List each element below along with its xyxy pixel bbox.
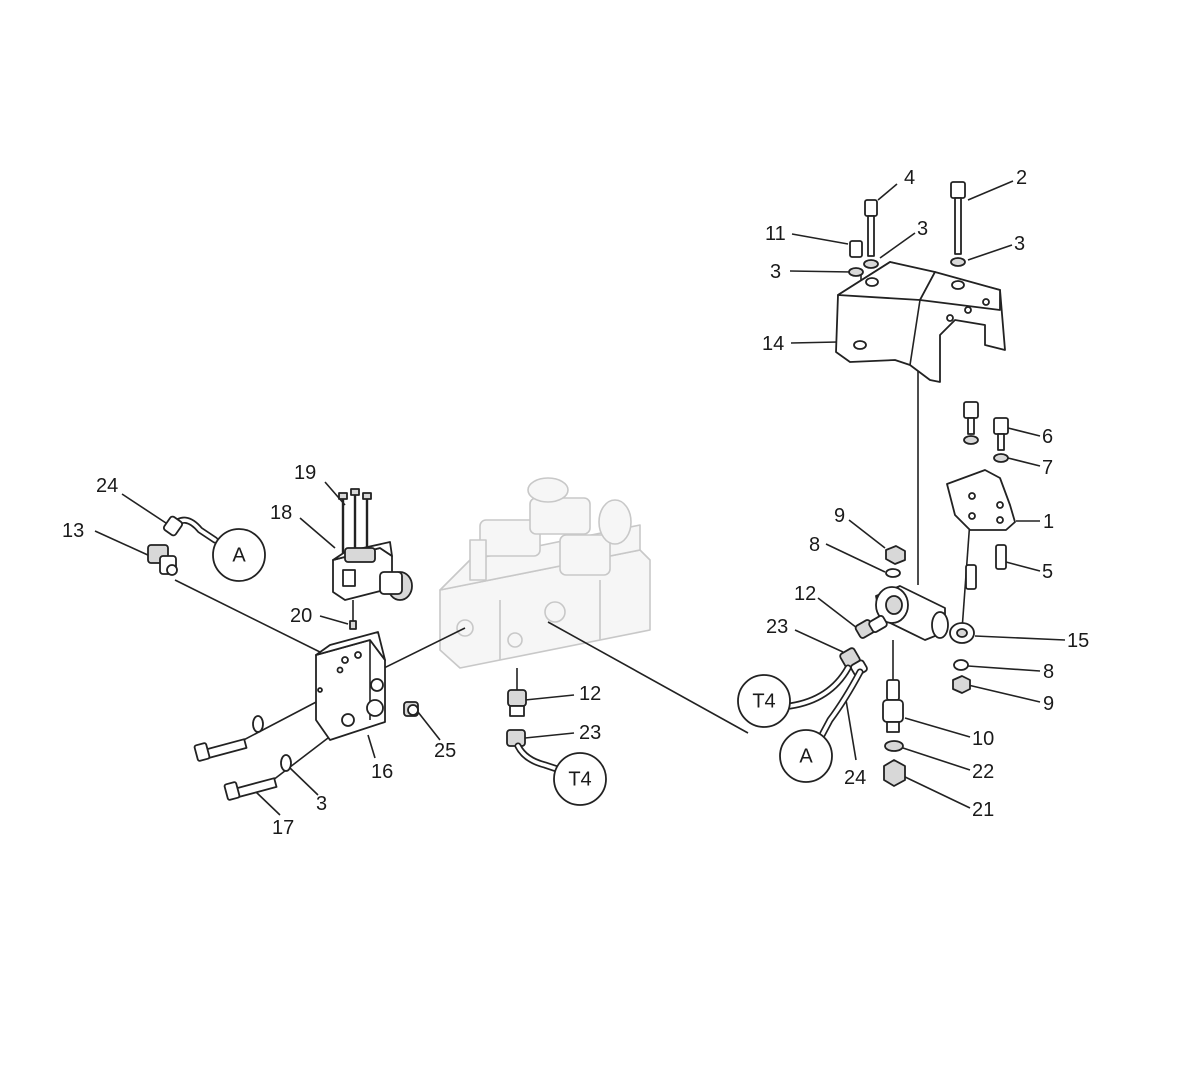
callout-24: 24 [844,767,866,789]
callout-19: 19 [294,462,316,484]
callout-3: 3 [770,261,781,283]
callout-10: 10 [972,728,994,750]
solenoid-valve-18 [332,541,413,601]
screws-19 [338,488,372,553]
bolts-17 [193,715,292,801]
callout-9: 9 [1043,693,1054,715]
callout-17: 17 [272,817,294,839]
callout-3: 3 [917,218,928,240]
callout-3: 3 [316,793,327,815]
leader-lines [94,180,1066,816]
connector-a-left: A [212,528,266,582]
fitting-10 [882,640,906,787]
callout-25: 25 [434,740,456,762]
spacers-5 [965,544,1007,590]
callout-16: 16 [371,761,393,783]
callout-9: 9 [834,505,845,527]
callout-8: 8 [1043,661,1054,683]
mounting-bracket-14 [835,261,1006,383]
callout-14: 14 [762,333,784,355]
callout-20: 20 [290,605,312,627]
connector-t4-right: T4 [737,674,791,728]
callout-21: 21 [972,799,994,821]
nut-9-top [885,545,906,578]
connector-a-right: A [779,729,833,783]
callout-4: 4 [904,167,915,189]
callout-22: 22 [972,761,994,783]
hose-assembly-left [162,515,219,544]
ghost-valve-manifold [439,477,651,669]
hoses-right [786,664,864,739]
callout-15: 15 [1067,630,1089,652]
svg-text:A: A [232,544,246,566]
callout-5: 5 [1042,561,1053,583]
svg-text:A: A [799,745,813,767]
callout-12: 12 [794,583,816,605]
screw-11 [848,240,864,277]
svg-text:T4: T4 [752,690,775,712]
callout-3: 3 [1014,233,1025,255]
callout-6: 6 [1042,426,1053,448]
callout-7: 7 [1042,457,1053,479]
nut-9-right [952,659,971,694]
manifold-block-16 [315,631,386,741]
bolts-6 [963,401,1009,463]
callout-1: 1 [1043,511,1054,533]
hose-fitting-23-center [506,729,564,774]
plug-25 [403,701,419,717]
callout-23: 23 [579,722,601,744]
callout-8: 8 [809,534,820,556]
elbow-fitting-13 [147,544,178,576]
callout-2: 2 [1016,167,1027,189]
bolt-2 [950,181,966,267]
callout-23: 23 [766,616,788,638]
connector-t4-center: T4 [553,752,607,806]
callout-24: 24 [96,475,118,497]
callout-11: 11 [765,223,786,245]
svg-text:T4: T4 [568,768,591,790]
callout-13: 13 [62,520,84,542]
callout-18: 18 [270,502,292,524]
bolt-4 [863,199,879,269]
pin-20 [349,620,357,630]
fitting-12-center [507,668,527,717]
callout-labels: 4 2 11 3 3 3 14 6 7 1 5 9 8 12 23 15 8 9… [62,167,1089,839]
valve-body-15 [875,585,975,644]
mounting-plate-1 [946,469,1016,531]
callout-12: 12 [579,683,601,705]
fittings-12-23-right [839,615,888,677]
